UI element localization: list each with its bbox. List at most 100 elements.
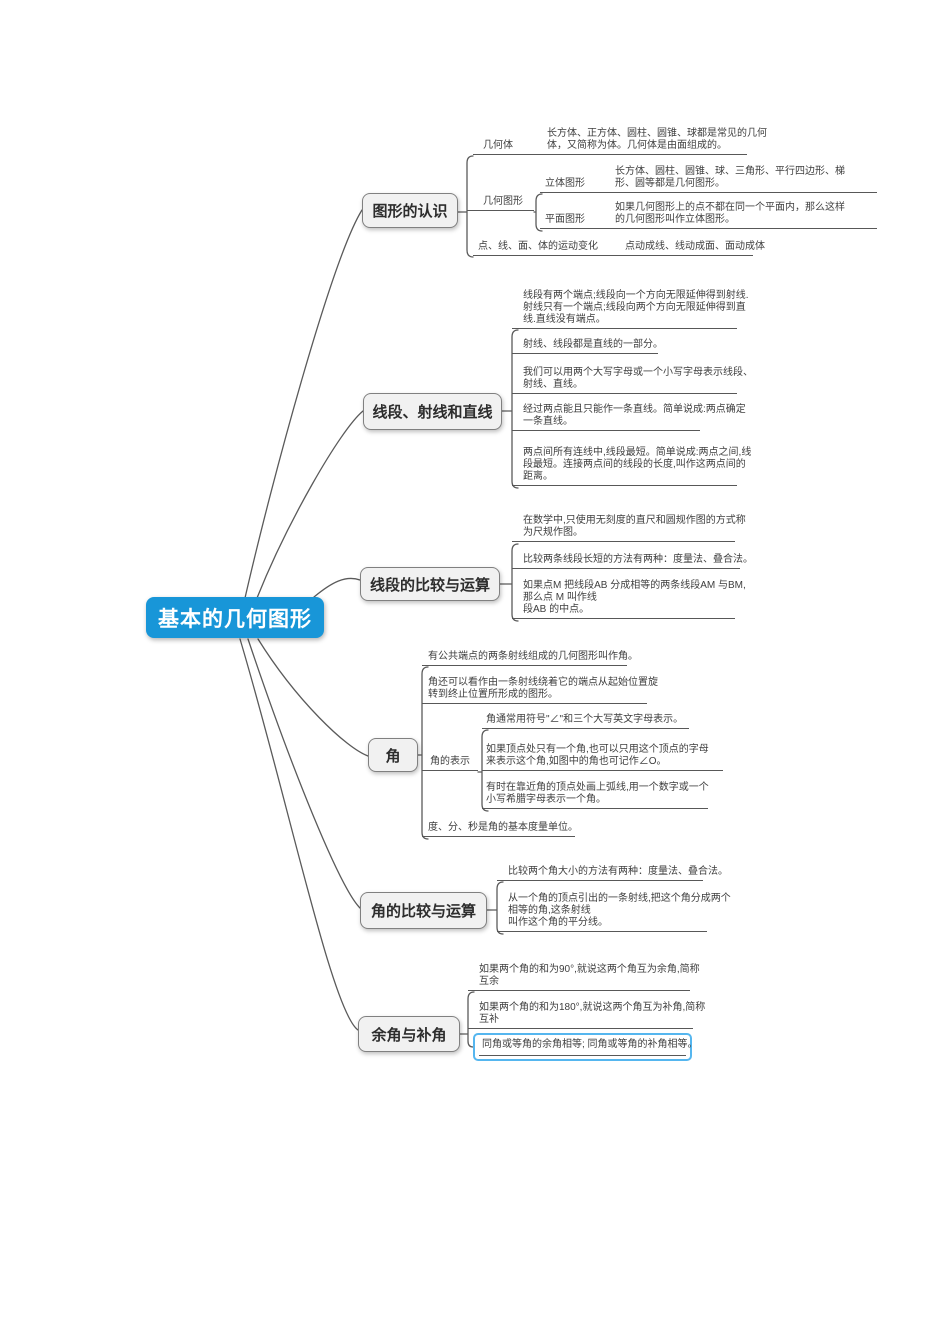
subtopic-text: 射线、线段都是直线的一部分。 — [523, 339, 663, 351]
connector-branch-5 — [247, 638, 361, 909]
topic-text-line: 体，又简称为体。几何体是由面组成的。 — [547, 140, 727, 151]
topic-text-line: 比较两个角大小的方法有两种：度量法、叠合法。 — [508, 866, 728, 877]
subtopic[interactable]: 两点间所有连线中,线段最短。简单说成:两点之间,线 段最短。连接两点间的线段的长… — [512, 447, 751, 486]
connector-branch-6 — [239, 638, 359, 1031]
subtopic[interactable]: 经过两点能且只能作一条直线。简单说成:两点确定 一条直线。 — [512, 404, 746, 431]
subtopic-label: 几何图形 — [483, 196, 523, 207]
topic-text-line: 互补 — [479, 1014, 499, 1025]
topic-text-line: 有公共端点的两条射线组成的几何图形叫作角。 — [428, 651, 638, 662]
topic-text-line: 点动成线、线动成面、面动成体 — [625, 241, 765, 252]
subtopic[interactable]: 从一个角的顶点引出的一条射线,把这个角分成两个 相等的角,这条射线 叫作这个角的… — [497, 893, 731, 932]
subtopic[interactable]: 角通常用符号"∠"和三个大写英文字母表示。 — [482, 714, 689, 729]
subtopic[interactable]: 如果点M 把线段AB 分成相等的两条线段AM 与BM, 那么点 M 叫作线 段A… — [512, 580, 746, 619]
topic-text-line: 线段有两个端点;线段向一个方向无限延伸得到射线. — [523, 290, 749, 301]
subtopic-text: 长方体、圆柱、圆锥、球、三角形、平行四边形、梯 形、圆等都是几何图形。 — [615, 166, 845, 190]
subtopic-text: 角还可以看作由一条射线绕着它的端点从起始位置旋 转到终止位置所形成的图形。 — [428, 677, 658, 701]
topic-text-line: 转到终止位置所形成的图形。 — [428, 689, 558, 700]
branch-node-yu-jiao-bu-jiao[interactable]: 余角与补角 — [358, 1016, 460, 1052]
subtopic-label: 几何体 — [483, 140, 513, 151]
topic-text-line: 我们可以用两个大写字母或一个小写字母表示线段、 — [523, 367, 753, 378]
subtopic-label: 平面图形 — [545, 214, 585, 225]
subtopic-text: 比较两条线段长短的方法有两种：度量法、叠合法。 — [523, 554, 753, 566]
connector-branch-3 — [313, 577, 361, 598]
topic-text-line: 射线、线段都是直线的一部分。 — [523, 339, 663, 350]
subtopic-jiao-de-biao-shi[interactable]: 角的表示 — [422, 756, 478, 771]
subtopic[interactable]: 如果顶点处只有一个角,也可以只用这个顶点的字母 来表示这个角,如图中的角也可记作… — [482, 744, 723, 771]
branch-node-tu-xing-de-ren-shi[interactable]: 图形的认识 — [362, 193, 458, 228]
topic-text-line: 那么点 M 叫作线 — [523, 592, 597, 603]
topic-text-line: 来表示这个角,如图中的角也可记作∠O。 — [486, 756, 667, 767]
subtopic-text: 如果两个角的和为90°,就说这两个角互为余角,简称 互余 — [479, 964, 700, 988]
topic-text-line: 形、圆等都是几何图形。 — [615, 178, 725, 189]
subtopic-text: 角通常用符号"∠"和三个大写英文字母表示。 — [486, 714, 683, 726]
subtopic[interactable]: 比较两个角大小的方法有两种：度量法、叠合法。 — [497, 866, 728, 881]
subtopic-text: 线段有两个端点;线段向一个方向无限延伸得到射线. 射线只有一个端点;线段向两个方… — [523, 290, 749, 326]
topic-text-line: 相等的角,这条射线 — [508, 905, 591, 916]
topic-text-line: 小写希腊字母表示一个角。 — [486, 794, 606, 805]
subtopic-yun-dong-bian-hua[interactable]: 点、线、面、体的运动变化 点动成线、线动成面、面动成体 — [473, 241, 765, 256]
topic-text-line: 射线只有一个端点;线段向两个方向无限延伸得到直 — [523, 302, 746, 313]
branch-node-xian-duan-she-xian-zhi-xian[interactable]: 线段、射线和直线 — [363, 393, 502, 430]
subtopic-label: 点、线、面、体的运动变化 — [478, 241, 598, 252]
subtopic-text: 有公共端点的两条射线组成的几何图形叫作角。 — [428, 651, 638, 663]
subtopic[interactable]: 我们可以用两个大写字母或一个小写字母表示线段、 射线、直线。 — [512, 367, 753, 394]
subtopic[interactable]: 有公共端点的两条射线组成的几何图形叫作角。 — [422, 651, 638, 666]
connector-branch-4 — [257, 638, 369, 757]
subtopic-text: 有时在靠近角的顶点处画上弧线,用一个数字或一个 小写希腊字母表示一个角。 — [486, 782, 709, 806]
subtopic-li-ti-tu-xing[interactable]: 立体图形 长方体、圆柱、圆锥、球、三角形、平行四边形、梯 形、圆等都是几何图形。 — [540, 166, 877, 193]
subtopic[interactable]: 比较两条线段长短的方法有两种：度量法、叠合法。 — [512, 554, 753, 569]
subtopic[interactable]: 在数学中,只使用无刻度的直尺和圆规作图的方式称 为尺规作图。 — [512, 515, 746, 542]
subtopic-text: 点动成线、线动成面、面动成体 — [625, 241, 765, 253]
subtopic-text: 如果两个角的和为180°,就说这两个角互为补角,简称 互补 — [479, 1002, 705, 1026]
branch-node-jiao[interactable]: 角 — [368, 738, 418, 772]
subtopic[interactable]: 线段有两个端点;线段向一个方向无限延伸得到射线. 射线只有一个端点;线段向两个方… — [512, 290, 749, 329]
subtopic-text: 比较两个角大小的方法有两种：度量法、叠合法。 — [508, 866, 728, 878]
central-topic[interactable]: 基本的几何图形 — [146, 597, 324, 638]
subtopic[interactable]: 射线、线段都是直线的一部分。 — [512, 339, 663, 354]
subtopic[interactable]: 有时在靠近角的顶点处画上弧线,用一个数字或一个 小写希腊字母表示一个角。 — [482, 782, 709, 809]
subtopic-text: 如果几何图形上的点不都在同一个平面内，那么这样 的几何图形叫作立体图形。 — [615, 202, 845, 226]
subtopic-text: 从一个角的顶点引出的一条射线,把这个角分成两个 相等的角,这条射线 叫作这个角的… — [508, 893, 731, 929]
topic-text-line: 的几何图形叫作立体图形。 — [615, 214, 735, 225]
topic-text-line: 从一个角的顶点引出的一条射线,把这个角分成两个 — [508, 893, 731, 904]
topic-text-line: 如果两个角的和为90°,就说这两个角互为余角,简称 — [479, 964, 700, 975]
subtopic[interactable]: 如果两个角的和为90°,就说这两个角互为余角,简称 互余 — [468, 964, 700, 991]
topic-text-line: 长方体、圆柱、圆锥、球、三角形、平行四边形、梯 — [615, 166, 845, 177]
subtopic-text: 我们可以用两个大写字母或一个小写字母表示线段、 射线、直线。 — [523, 367, 753, 391]
subtopic[interactable]: 如果两个角的和为180°,就说这两个角互为补角,简称 互补 — [468, 1002, 705, 1029]
topic-text-line: 段最短。连接两点间的线段的长度,叫作这两点间的 — [523, 459, 746, 470]
topic-text-line: 同角或等角的余角相等; 同角或等角的补角相等。 — [479, 1039, 698, 1056]
subtopic-ji-he-tu-xing[interactable]: 几何图形 — [467, 196, 534, 211]
subtopic-highlighted[interactable]: 同角或等角的余角相等; 同角或等角的补角相等。 — [473, 1033, 698, 1061]
subtopic[interactable]: 角还可以看作由一条射线绕着它的端点从起始位置旋 转到终止位置所形成的图形。 — [422, 677, 658, 704]
subtopic-text: 在数学中,只使用无刻度的直尺和圆规作图的方式称 为尺规作图。 — [523, 515, 746, 539]
subtopic[interactable]: 度、分、秒是角的基本度量单位。 — [422, 822, 578, 837]
connector-branch-2 — [256, 410, 364, 599]
subtopic-text: 长方体、正方体、圆柱、圆锥、球都是常见的几何 体，又简称为体。几何体是由面组成的… — [547, 128, 767, 152]
subtopic-text: 经过两点能且只能作一条直线。简单说成:两点确定 一条直线。 — [523, 404, 746, 428]
topic-text-line: 有时在靠近角的顶点处画上弧线,用一个数字或一个 — [486, 782, 709, 793]
subtopic-ping-mian-tu-xing[interactable]: 平面图形 如果几何图形上的点不都在同一个平面内，那么这样 的几何图形叫作立体图形… — [540, 202, 877, 229]
subtopic-text: 如果点M 把线段AB 分成相等的两条线段AM 与BM, 那么点 M 叫作线 段A… — [523, 580, 746, 616]
topic-text-line: 如果两个角的和为180°,就说这两个角互为补角,简称 — [479, 1002, 706, 1013]
topic-text-line: 长方体、正方体、圆柱、圆锥、球都是常见的几何 — [547, 128, 767, 139]
topic-text-line: 叫作这个角的平分线。 — [508, 917, 608, 928]
topic-text-line: 角还可以看作由一条射线绕着它的端点从起始位置旋 — [428, 677, 658, 688]
topic-text-line: 如果顶点处只有一个角,也可以只用这个顶点的字母 — [486, 744, 709, 755]
branch-node-xian-duan-bi-jiao-yun-suan[interactable]: 线段的比较与运算 — [360, 567, 500, 601]
topic-text-line: 度、分、秒是角的基本度量单位。 — [428, 822, 578, 833]
subtopic-ji-he-ti[interactable]: 几何体 长方体、正方体、圆柱、圆锥、球都是常见的几何 体，又简称为体。几何体是由… — [473, 128, 767, 155]
topic-text-line: 角通常用符号"∠"和三个大写英文字母表示。 — [486, 714, 684, 725]
topic-text-line: 如果几何图形上的点不都在同一个平面内，那么这样 — [615, 202, 845, 213]
subtopic-label: 立体图形 — [545, 178, 585, 189]
topic-text-line: 经过两点能且只能作一条直线。简单说成:两点确定 — [523, 404, 746, 415]
topic-text-line: 段AB 的中点。 — [523, 604, 590, 615]
subtopic-text: 两点间所有连线中,线段最短。简单说成:两点之间,线 段最短。连接两点间的线段的长… — [523, 447, 751, 483]
topic-text-line: 距离。 — [523, 471, 553, 482]
topic-text-line: 为尺规作图。 — [523, 527, 583, 538]
topic-text-line: 两点间所有连线中,线段最短。简单说成:两点之间,线 — [523, 447, 752, 458]
branch-node-jiao-de-bi-jiao-yun-suan[interactable]: 角的比较与运算 — [360, 892, 487, 929]
connector-branch-1 — [244, 209, 363, 599]
topic-text-line: 在数学中,只使用无刻度的直尺和圆规作图的方式称 — [523, 515, 746, 526]
